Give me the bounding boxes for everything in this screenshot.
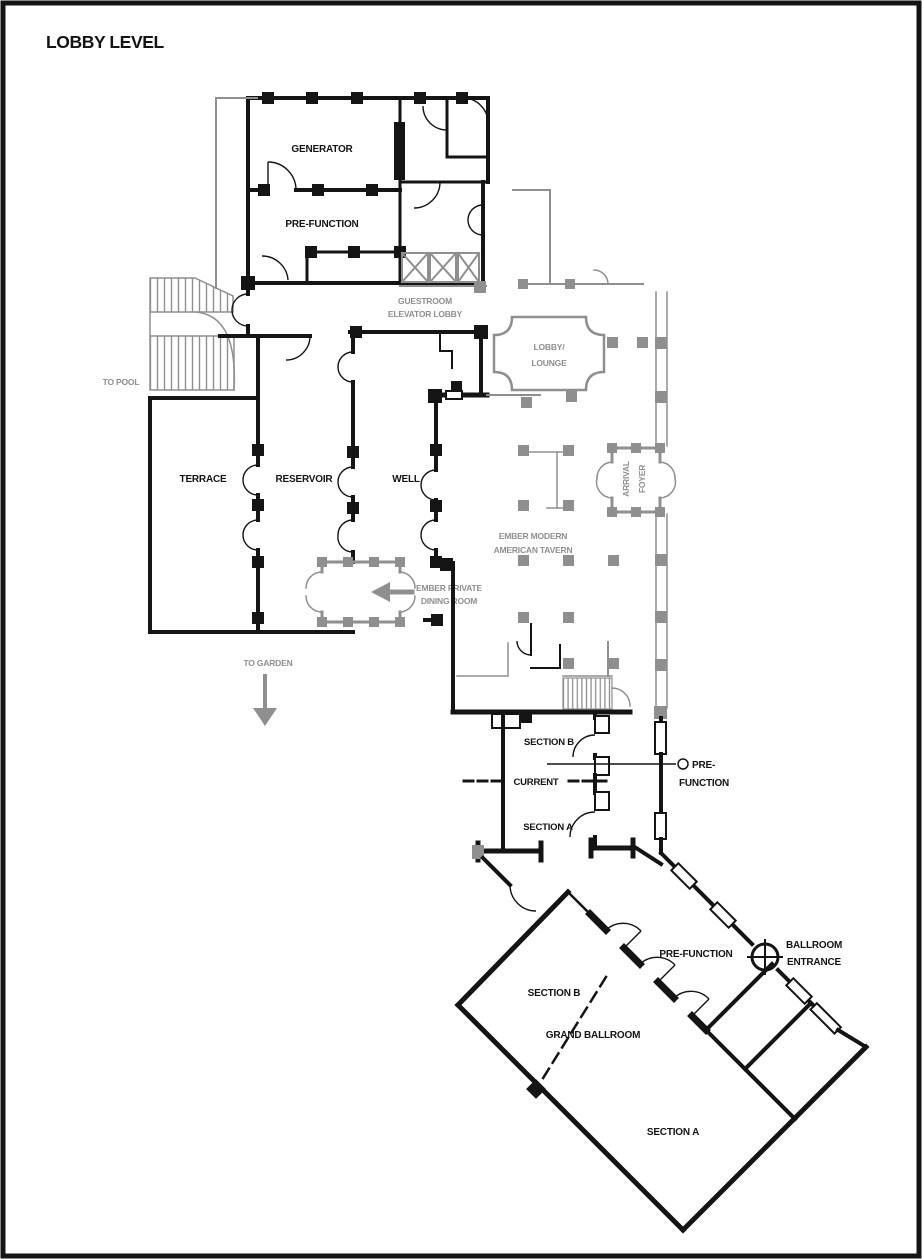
- label-ember-private-1: EMBER PRIVATE: [416, 583, 483, 593]
- arrival-foyer: ARRIVAL FOYER: [595, 443, 677, 517]
- label-ember-tavern-2: AMERICAN TAVERN: [494, 545, 573, 555]
- label-section-a-current: SECTION A: [523, 822, 573, 833]
- label-ballroom-entrance-1: BALLROOM: [786, 940, 842, 951]
- prefunction-callout-marker: [677, 758, 689, 770]
- to-garden-arrow-icon: [253, 708, 277, 726]
- upper-gray-boundary: [215, 97, 258, 289]
- room-label-well: WELL: [392, 474, 420, 485]
- label-ballroom-section-b: SECTION B: [528, 988, 581, 999]
- right-corridor-wall: [654, 716, 667, 855]
- room-label-prefunction-top: PRE-FUNCTION: [285, 219, 358, 230]
- pool-stairs: TO POOL: [103, 277, 236, 391]
- room-label-generator: GENERATOR: [291, 144, 353, 155]
- current-section-area: SECTION B CURRENT SECTION A PRE- FUNCTIO…: [462, 710, 729, 867]
- label-arrival-foyer-1: ARRIVAL: [621, 461, 631, 497]
- label-ballroom-entrance-2: ENTRANCE: [787, 957, 841, 968]
- ember-private-dining-room: EMBER PRIVATE DINING ROOM: [305, 557, 483, 627]
- label-grand-ballroom: GRAND BALLROOM: [546, 1030, 640, 1041]
- label-current: CURRENT: [513, 777, 558, 788]
- lobby-lounge: LOBBY/ LOUNGE: [492, 189, 648, 392]
- label-arrival-foyer-2: FOYER: [637, 465, 647, 493]
- label-lobby-lounge-1: LOBBY/: [534, 342, 566, 352]
- section-stairs: [562, 641, 667, 719]
- label-prefunction-mid-1: PRE-: [692, 760, 715, 771]
- label-guestroom-elevator-lobby-2: ELEVATOR LOBBY: [388, 309, 463, 319]
- middle-connector: [423, 558, 633, 729]
- label-prefunction-mid-2: FUNCTION: [679, 778, 729, 789]
- label-ballroom-section-a: SECTION A: [647, 1127, 699, 1138]
- label-ballroom-prefunction: PRE-FUNCTION: [659, 949, 732, 960]
- ember-tavern: EMBER MODERN AMERICAN TAVERN: [486, 391, 619, 669]
- room-label-reservoir: RESERVOIR: [276, 474, 334, 485]
- label-lobby-lounge-2: LOUNGE: [531, 358, 567, 368]
- label-ember-private-2: DINING ROOM: [421, 596, 477, 606]
- label-to-garden: TO GARDEN: [243, 658, 292, 668]
- page-title: LOBBY LEVEL: [46, 32, 165, 52]
- window-colonnade: [655, 291, 668, 709]
- room-label-terrace: TERRACE: [180, 474, 227, 485]
- guestroom-elevators: [399, 251, 487, 293]
- label-to-pool: TO POOL: [103, 377, 140, 387]
- label-guestroom-elevator-lobby-1: GUESTROOM: [398, 296, 452, 306]
- grand-ballroom: PRE-FUNCTION BALLROOM ENTRANCE SECTION B…: [454, 850, 870, 1234]
- generator-prefunction-block: GENERATOR PRE-FUNCTION: [241, 92, 490, 290]
- ember-private-arrow-icon: [371, 582, 390, 602]
- label-ember-tavern-1: EMBER MODERN: [499, 531, 567, 541]
- terrace-reservoir-well: TERRACE RESERVOIR WELL: [148, 334, 455, 634]
- elevator-lobby-corridor: GUESTROOM ELEVATOR LOBBY: [218, 281, 490, 403]
- to-garden: TO GARDEN: [243, 658, 293, 726]
- label-section-b-current: SECTION B: [524, 737, 574, 748]
